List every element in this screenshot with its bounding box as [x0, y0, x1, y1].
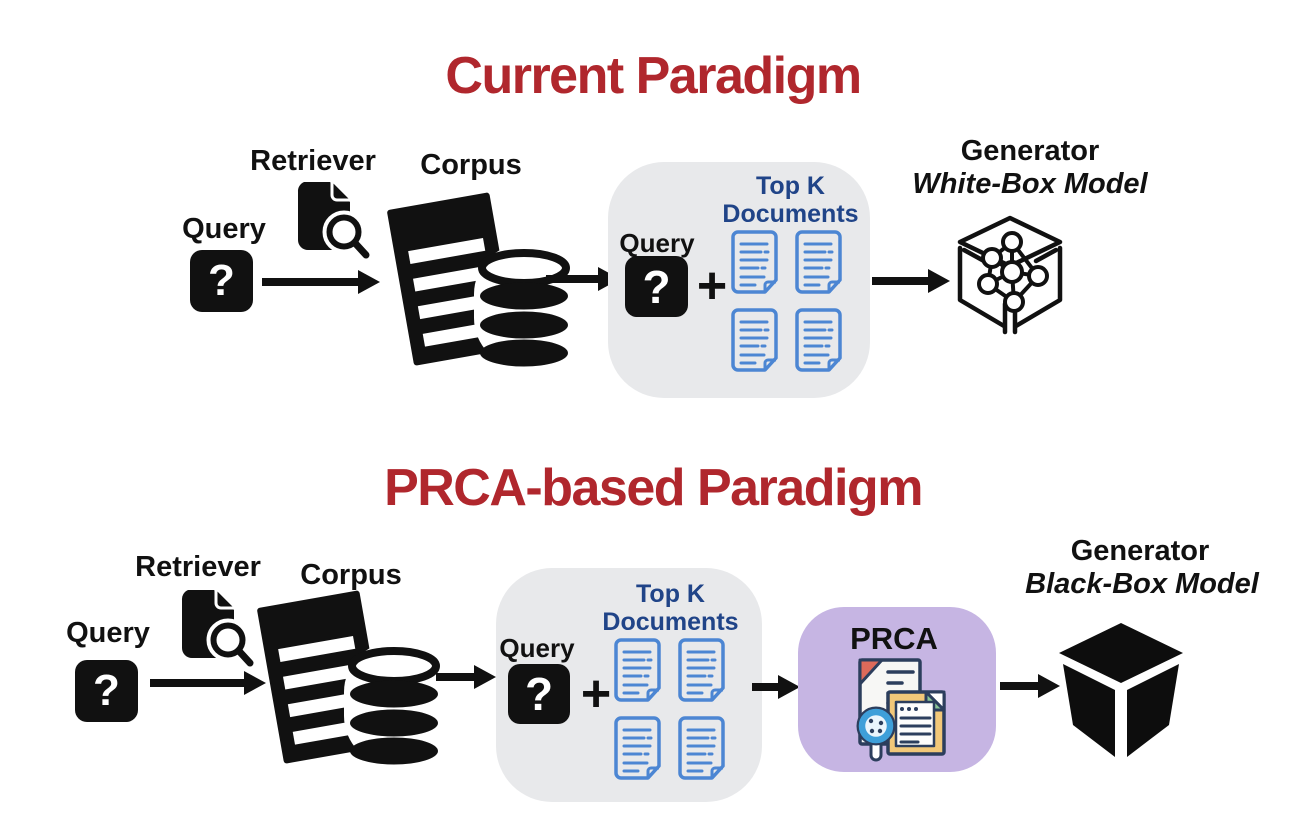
- plus-sign: +: [696, 257, 728, 315]
- document-icon: [731, 308, 778, 372]
- document-icon: [678, 638, 725, 702]
- prca-label: PRCA: [850, 621, 938, 656]
- arrow-query-to-corpus: [262, 278, 358, 286]
- plus-sign: +: [580, 665, 612, 723]
- arrow-context-to-prca: [752, 683, 778, 691]
- topk-documents-label: Top K Documents: [722, 172, 859, 228]
- prca-adapter-icon: [846, 656, 958, 766]
- document-icon: [678, 716, 725, 780]
- topk-documents-icons: [731, 230, 842, 372]
- document-icon: [614, 638, 661, 702]
- corpus-label: Corpus: [300, 559, 402, 591]
- question-mark: ?: [524, 668, 554, 720]
- query-icon: ?: [190, 250, 253, 312]
- arrow-prca-to-generator: [1000, 682, 1038, 690]
- white-box-generator-icon: [950, 212, 1070, 344]
- black-box-generator-icon: [1056, 620, 1186, 760]
- query-icon: ?: [75, 660, 138, 722]
- corpus-icon: [252, 584, 452, 769]
- document-icon: [795, 230, 842, 294]
- prca-paradigm-title: PRCA-based Paradigm: [384, 459, 923, 517]
- corpus-label: Corpus: [420, 149, 522, 181]
- database-icon: [474, 244, 574, 368]
- arrow-corpus-to-context: [436, 673, 474, 681]
- generator-label: Generator: [1070, 535, 1210, 567]
- context-query-icon: ?: [508, 664, 570, 724]
- question-mark: ?: [208, 256, 235, 305]
- retriever-icon: [172, 586, 256, 668]
- query-label: Query: [66, 617, 150, 649]
- arrow-corpus-to-context: [546, 275, 598, 283]
- black-box-model-label: Black-Box Model: [1025, 568, 1259, 600]
- topk-documents-icons: [614, 638, 725, 780]
- context-query-label: Query: [619, 228, 695, 258]
- retriever-icon: [288, 178, 372, 260]
- context-query-label: Query: [499, 633, 575, 663]
- database-icon: [344, 642, 444, 766]
- document-icon: [614, 716, 661, 780]
- white-box-model-label: White-Box Model: [912, 168, 1148, 200]
- retriever-label: Retriever: [135, 551, 261, 583]
- arrow-query-to-corpus: [150, 679, 244, 687]
- arrow-context-to-generator: [872, 277, 928, 285]
- context-query-icon: ?: [625, 256, 688, 317]
- query-label: Query: [182, 213, 266, 245]
- question-mark: ?: [93, 666, 120, 715]
- document-icon: [731, 230, 778, 294]
- magnifier-icon: [856, 706, 896, 762]
- document-icon: [795, 308, 842, 372]
- retriever-label: Retriever: [250, 145, 376, 177]
- generator-label: Generator: [960, 135, 1100, 167]
- current-paradigm-title: Current Paradigm: [445, 47, 862, 105]
- question-mark: ?: [642, 260, 671, 313]
- topk-documents-label: Top K Documents: [602, 580, 739, 636]
